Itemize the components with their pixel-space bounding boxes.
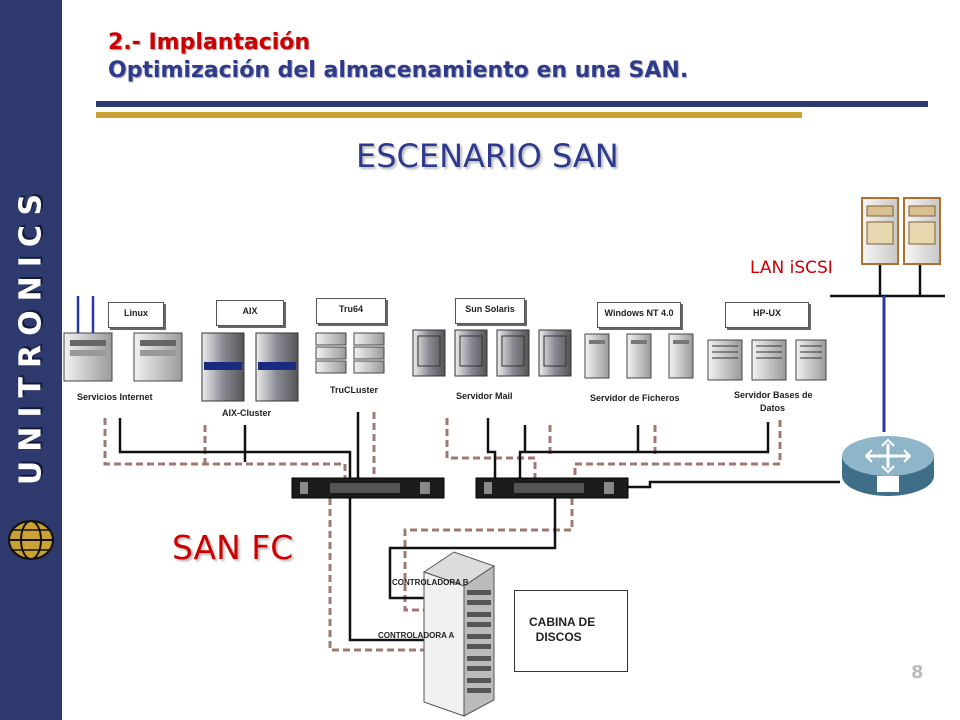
fc-switch-icon xyxy=(475,477,629,499)
sun-server-icon xyxy=(538,329,572,377)
lan-iscsi-label: LAN iSCSI xyxy=(750,258,833,278)
fc-solid-cables xyxy=(118,412,840,642)
section-heading: 2.- Implantación xyxy=(108,30,311,55)
aix-server-icon xyxy=(255,332,299,402)
storage-label-box: CABINA DE DISCOS xyxy=(514,590,628,672)
sidebar: UNITRONICS xyxy=(0,0,62,720)
label-controladora-a: CONTROLADORA A xyxy=(378,631,455,640)
header-rule-blue xyxy=(96,101,928,107)
hpux-server-icon xyxy=(795,339,827,381)
page-title: ESCENARIO SAN xyxy=(356,137,619,175)
label-servidor-ficheros: Servidor de Ficheros xyxy=(590,393,680,403)
router-icon xyxy=(840,432,936,500)
storage-cabinet-icon xyxy=(422,551,496,717)
linux-server-icon xyxy=(63,332,113,382)
page-number: 8 xyxy=(911,662,924,683)
label-servidor-mail: Servidor Mail xyxy=(456,391,513,401)
os-box-linux: Linux xyxy=(108,302,164,328)
os-box-sun-solaris: Sun Solaris xyxy=(455,298,525,324)
fc-dashed-cables xyxy=(103,412,782,652)
header-rule-gold xyxy=(96,112,802,118)
label-controladora-b: CONTROLADORA B xyxy=(392,578,469,587)
lan-iscsi-network xyxy=(830,197,945,500)
windows-server-icon xyxy=(626,333,652,379)
sun-server-icon xyxy=(496,329,530,377)
san-fc-label: SAN FC xyxy=(172,528,294,567)
label-servidor-bases: Servidor Bases de xyxy=(734,390,813,400)
windows-server-icon xyxy=(584,333,610,379)
globe-logo-icon xyxy=(8,520,54,560)
tru64-server-icon xyxy=(353,332,385,374)
iscsi-server-icon xyxy=(903,197,941,265)
iscsi-server-icon xyxy=(861,197,899,265)
hpux-server-icon xyxy=(751,339,787,381)
windows-server-icon xyxy=(668,333,694,379)
os-box-windows-nt: Windows NT 4.0 xyxy=(597,302,681,328)
fc-switch-icon xyxy=(291,477,445,499)
sun-server-icon xyxy=(454,329,488,377)
linux-server-icon xyxy=(133,332,183,382)
aix-server-icon xyxy=(201,332,245,402)
label-aix-cluster: AIX-Cluster xyxy=(222,408,272,418)
os-box-hp-ux: HP-UX xyxy=(725,302,809,328)
section-subheading: Optimización del almacenamiento en una S… xyxy=(108,58,689,83)
label-datos: Datos xyxy=(760,403,786,413)
os-box-aix: AIX xyxy=(216,300,284,326)
sun-server-icon xyxy=(412,329,446,377)
label-servicios-internet: Servicios Internet xyxy=(77,392,153,402)
hpux-server-icon xyxy=(707,339,743,381)
tru64-server-icon xyxy=(315,332,347,374)
os-box-tru64: Tru64 xyxy=(316,298,386,324)
label-trucluster: TruCLuster xyxy=(330,385,379,395)
